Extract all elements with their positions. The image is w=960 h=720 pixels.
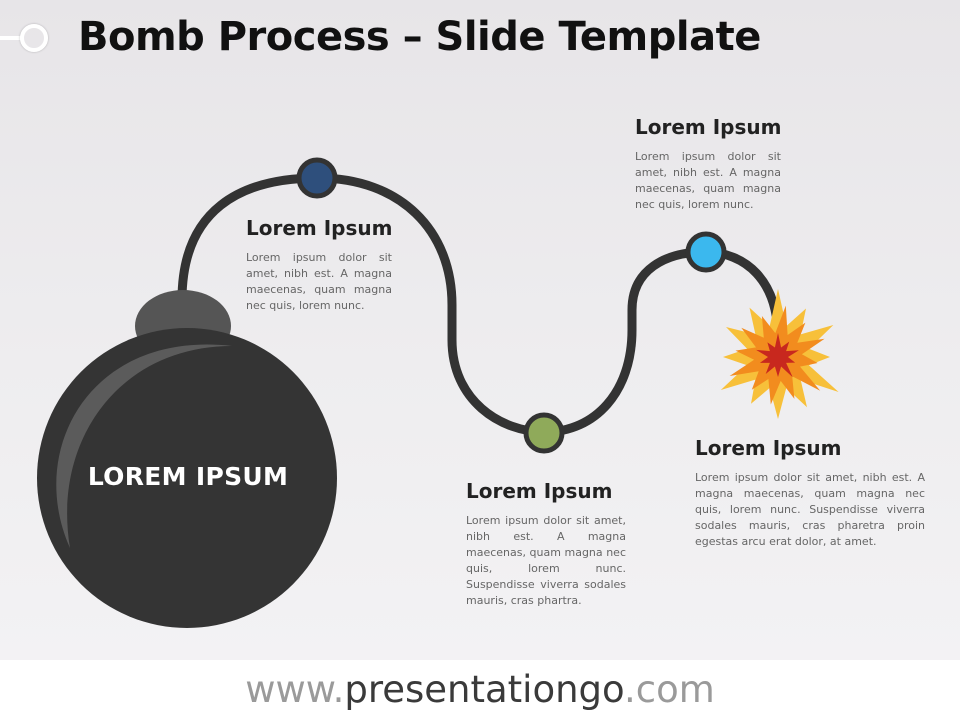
title-connector-line	[0, 36, 22, 40]
bomb-body	[37, 328, 337, 628]
step-1-heading: Lorem Ipsum	[246, 216, 393, 240]
footer-url: www.presentationgo.com	[0, 660, 960, 720]
step-2-dot	[523, 412, 565, 454]
step-1-dot	[296, 157, 338, 199]
title-ring-icon	[20, 24, 48, 52]
explosion-core	[756, 333, 799, 378]
step-2-body: Lorem ipsum dolor sit amet, nibh est. A …	[466, 514, 626, 607]
bomb-highlight	[56, 344, 232, 548]
step-1-body: Lorem ipsum dolor sit amet, nibh est. A …	[246, 251, 392, 312]
slide-canvas: Bomb Process – Slide Template LOREM IPSU…	[0, 0, 960, 660]
step-1-text: Lorem Ipsum Lorem ipsum dolor sit amet, …	[246, 216, 392, 314]
slide-title: Bomb Process – Slide Template	[78, 14, 761, 60]
step-3-dot	[685, 231, 727, 273]
explosion-icon	[720, 289, 839, 419]
step-3-body: Lorem ipsum dolor sit amet, nibh est. A …	[635, 150, 781, 211]
bomb-label: LOREM IPSUM	[87, 462, 289, 491]
step-3-text: Lorem Ipsum Lorem ipsum dolor sit amet, …	[635, 115, 781, 213]
footer-brand: presentationgo	[344, 668, 625, 711]
step-3-heading: Lorem Ipsum	[635, 115, 782, 139]
step-4-body: Lorem ipsum dolor sit amet, nibh est. A …	[695, 471, 925, 548]
footer-suffix: .com	[624, 668, 715, 711]
bomb-diagram	[37, 157, 839, 628]
step-2-heading: Lorem Ipsum	[466, 479, 613, 503]
footer-prefix: www.	[245, 668, 345, 711]
step-2-text: Lorem Ipsum Lorem ipsum dolor sit amet, …	[466, 479, 626, 609]
step-4-heading: Lorem Ipsum	[695, 436, 842, 460]
step-4-text: Lorem Ipsum Lorem ipsum dolor sit amet, …	[695, 436, 925, 550]
